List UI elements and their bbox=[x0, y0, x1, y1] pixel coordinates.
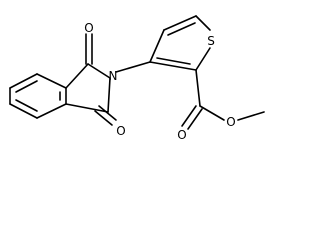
bond-thio-c5-s bbox=[195, 15, 211, 31]
bond-ring-ca-n bbox=[87, 63, 111, 79]
bond-n-thiophene bbox=[115, 61, 151, 73]
bond-co-bottom-a bbox=[94, 110, 113, 126]
bond-benz-inner-1 bbox=[15, 80, 38, 93]
bond-benz-3 bbox=[36, 103, 67, 119]
bond-ester-c-o-carbonyl-b bbox=[187, 108, 203, 130]
bond-co-bottom-b bbox=[98, 105, 117, 121]
atom-o-top: O bbox=[84, 21, 93, 35]
bond-thio-c2-c3 bbox=[149, 61, 197, 71]
molecule-canvas: O O N S O O bbox=[9, 15, 265, 142]
bond-ring-cb-c2 bbox=[65, 103, 109, 113]
bond-thio-c4-c5-inner bbox=[167, 22, 196, 36]
bond-benz-6 bbox=[9, 73, 38, 89]
bond-ester-c-o-carbonyl-a bbox=[181, 105, 197, 127]
structure-drawing: O O N S O O bbox=[9, 15, 265, 142]
atom-o-carbonyl: O bbox=[177, 128, 186, 142]
bond-benz-4 bbox=[9, 103, 38, 119]
bond-thio-s-c2 bbox=[195, 47, 211, 71]
atom-label-layer: O O N S O O bbox=[84, 21, 235, 142]
bond-ring-c1-ca bbox=[65, 63, 89, 89]
atom-n: N bbox=[109, 69, 118, 83]
bond-ester-c-o-single bbox=[199, 105, 225, 121]
bond-c2-ester-c bbox=[195, 69, 201, 107]
atom-o-bottom: O bbox=[116, 124, 125, 138]
bond-layer bbox=[9, 15, 265, 130]
bond-ring-n-cb bbox=[107, 77, 111, 113]
bond-o-methyl bbox=[237, 111, 265, 121]
bond-thio-c2-c3-inner bbox=[156, 57, 191, 65]
bond-benz-1 bbox=[36, 73, 67, 89]
bond-benz-inner-2 bbox=[15, 99, 38, 112]
atom-s: S bbox=[207, 34, 215, 48]
atom-o-ester: O bbox=[226, 115, 235, 129]
bond-thio-c4-c5 bbox=[163, 15, 197, 31]
bond-thio-c3-c4 bbox=[149, 29, 165, 63]
